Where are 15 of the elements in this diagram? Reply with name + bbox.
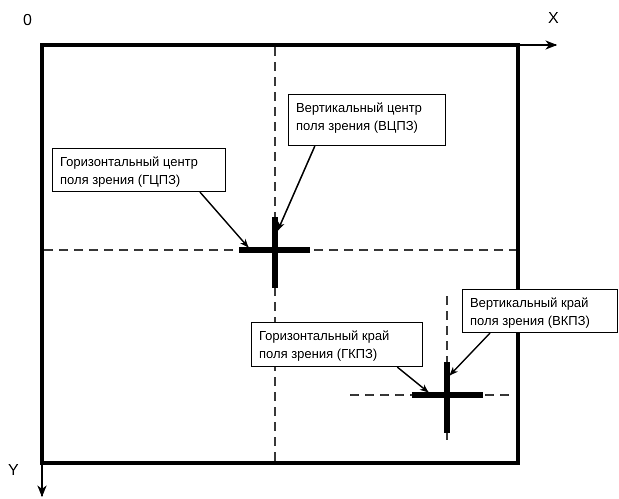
axis-label: 0 [23, 12, 32, 30]
axis-label: X [548, 10, 559, 28]
arrow [199, 191, 249, 248]
callout-label: Горизонтальный центр поля зрения (ГЦПЗ) [52, 148, 226, 192]
callout-label: Вертикальный край поля зрения (ВКПЗ) [462, 289, 618, 333]
cross-bar [412, 392, 483, 398]
cross-bar [444, 362, 450, 433]
cross-bar [272, 217, 278, 288]
callout-label: Вертикальный центр поля зрения (ВЦПЗ) [288, 94, 446, 146]
arrow [449, 332, 491, 376]
axis-label: Y [8, 462, 19, 480]
arrow [277, 146, 316, 231]
arrow [396, 366, 429, 393]
cross-bar [239, 247, 310, 253]
callout-label: Горизонтальный край поля зрения (ГКПЗ) [251, 322, 423, 367]
